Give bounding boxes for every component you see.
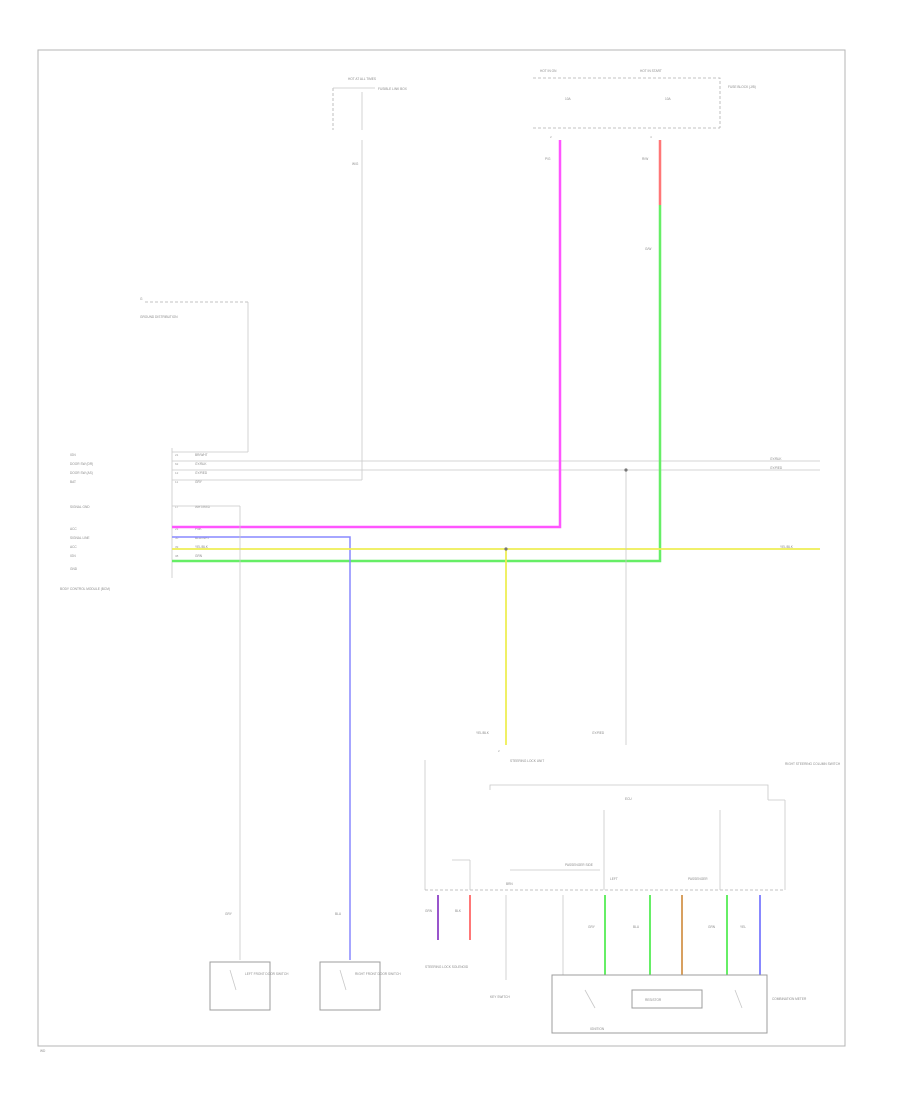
ground-connector: G GROUND DISTRIBUTION	[140, 297, 249, 452]
bcm-right-wire-1: GY/BLK	[770, 457, 782, 461]
left-door-switch: GRY LEFT FRONT DOOR SWITCH	[209, 912, 289, 1011]
lower-right-wire: GRY	[588, 925, 596, 929]
splice-dot	[504, 547, 508, 551]
top-right-fuse2: 10A	[665, 97, 672, 101]
right-switch-wire: BLU	[335, 912, 342, 916]
lower-right-bottom-label: IGNITION	[590, 1027, 605, 1031]
bcm-row-name: ACC	[70, 527, 77, 531]
bcm-row: BAT 11 GRY	[70, 480, 203, 484]
top-center-header: HOT AT ALL TIMES	[348, 77, 376, 81]
bcm-row-name: DOOR SW (DR)	[70, 462, 93, 466]
bcm-row-wire: GRN	[195, 554, 203, 558]
bcm-row-wire: BR/WHT	[195, 453, 208, 457]
bcm-row: SIGNAL GND 17 WHT/RED	[70, 505, 211, 509]
bcm-row-wire: WHT/RED	[195, 505, 211, 509]
top-right-header-left: HOT IN ON	[540, 69, 557, 73]
footer-code: WD	[40, 1049, 46, 1053]
bcm-row-pin: 11	[175, 480, 178, 484]
steering-wire-yellow: YEL/BLK	[476, 731, 490, 735]
lower-right-wire: YEL	[740, 925, 746, 929]
lower-right-left-hdr: BRN	[506, 882, 513, 886]
lower-right-block-text: RESISTOR	[645, 998, 662, 1002]
top-right-header-right: HOT IN START	[640, 69, 662, 73]
bcm-right-wire-2: GY/RED	[770, 466, 783, 470]
bcm-row-name: IGN	[70, 554, 76, 558]
top-center-note: FUSIBLE LINK BOX	[378, 87, 408, 91]
steering-note: RIGHT STEERING COLUMN SWITCH	[785, 762, 841, 766]
steering-block: ECU	[625, 797, 632, 801]
bcm-row-wire: BLU/WHT	[195, 536, 209, 540]
top-center-wire: W/G	[352, 162, 359, 166]
lower-right-right-label: COMBINATION METER	[772, 997, 807, 1001]
bcm-row-name: SIGNAL LINE	[70, 536, 90, 540]
bcm-row-pin: 17	[175, 505, 179, 509]
bcm-row-pin: 30	[175, 536, 179, 540]
splice-dot	[624, 468, 628, 472]
top-right-pin-right: 4	[650, 135, 652, 139]
lower-right-wire: GRN	[425, 909, 433, 913]
right-switch-label: RIGHT FRONT DOOR SWITCH	[355, 972, 401, 976]
steering-wire-gray: GY/RED	[592, 731, 605, 735]
wire-green	[172, 205, 662, 563]
ground-connector-header: G	[140, 297, 143, 301]
bcm-row-pin: 23	[175, 527, 179, 531]
lower-right-wire: GRN	[708, 925, 716, 929]
diagram-frame	[37, 49, 846, 1047]
bcm-row: IGN 38 GRN	[70, 554, 203, 558]
bcm-row: ACC 39 YEL/BLK	[70, 545, 209, 549]
bcm-row: ACC 23 PNK	[70, 527, 202, 531]
lower-right-mid-hdr: LEFT	[610, 877, 618, 881]
lower-right-module: BRN PASSENGER SIDE LEFT PASSENGER GRN BL…	[424, 760, 807, 1034]
bcm-row-pin: 38	[175, 554, 179, 558]
bcm-row-wire: YEL/BLK	[195, 545, 209, 549]
lower-right-label-left: STEERING LOCK SOLENOID	[425, 965, 469, 969]
bcm-label: BODY CONTROL MODULE (BCM)	[60, 587, 110, 591]
bcm-row: GND	[70, 567, 78, 571]
top-right-note: FUSE BLOCK (J/B)	[728, 85, 756, 89]
colored-wires	[172, 140, 820, 960]
bcm-row-pin: 39	[175, 545, 179, 549]
top-right-wire-green: G/W	[645, 247, 651, 251]
top-right-fuse1: 10A	[565, 97, 572, 101]
bcm-row: IGN 21 BR/WHT	[70, 453, 208, 457]
lower-right-right-hdr: PASSENGER SIDE	[565, 863, 593, 867]
top-right-fuse-block: HOT IN ON HOT IN START 10A 10A FUSE BLOC…	[533, 69, 756, 251]
right-door-switch: BLU RIGHT FRONT DOOR SWITCH	[319, 912, 401, 1011]
top-center-connector: HOT AT ALL TIMES FUSIBLE LINK BOX W/G	[332, 77, 408, 480]
bcm-row-name: ACC	[70, 545, 77, 549]
top-right-wire-red: R/W	[642, 157, 648, 161]
bcm-row-pin: 21	[175, 453, 179, 457]
left-switch-label: LEFT FRONT DOOR SWITCH	[245, 972, 289, 976]
bcm-row-wire: GRY	[195, 480, 203, 484]
left-switch-wire: GRY	[225, 912, 233, 916]
bcm-row-pin: 12	[175, 471, 179, 475]
bcm-row: SIGNAL LINE 30 BLU/WHT	[70, 536, 209, 540]
steering-label: STEERING LOCK UNIT	[510, 759, 544, 763]
bcm-row-wire: GY/RED	[195, 471, 208, 475]
bcm-row-wire: PNK	[195, 527, 202, 531]
lower-right-wire: BLU	[633, 925, 640, 929]
lower-right-wire: BLK	[455, 909, 462, 913]
bcm-row-wire: GY/BLK	[195, 462, 207, 466]
lower-right-label-center: KEY SWITCH	[490, 995, 510, 999]
top-right-pin-left: 2	[550, 135, 552, 139]
bcm-row: DOOR SW (AS) 12 GY/RED	[70, 471, 208, 475]
bcm-row-name: SIGNAL GND	[70, 505, 90, 509]
wire-blue	[172, 536, 351, 960]
top-right-wire-pink: P/G	[545, 157, 551, 161]
ground-connector-note: GROUND DISTRIBUTION	[140, 315, 178, 319]
bcm-row-name: BAT	[70, 480, 76, 484]
bcm-row-name: IGN	[70, 453, 76, 457]
bcm-right-wire-3: YEL/BLK	[780, 545, 794, 549]
bcm-row: DOOR SW (DR) 62 GY/BLK	[70, 462, 207, 466]
bcm-row-name: DOOR SW (AS)	[70, 471, 93, 475]
bcm-row-name: GND	[70, 567, 78, 571]
steering-lock-unit: YEL/BLK GY/RED STEERING LOCK UNIT 2 ECU …	[476, 731, 841, 890]
bcm-connector: BODY CONTROL MODULE (BCM) IGN 21 BR/WHT …	[60, 448, 820, 591]
bcm-row-pin: 62	[175, 462, 179, 466]
lower-right-hdr4: PASSENGER	[688, 877, 708, 881]
wire-pink	[172, 140, 562, 529]
steering-pin: 2	[498, 749, 500, 753]
